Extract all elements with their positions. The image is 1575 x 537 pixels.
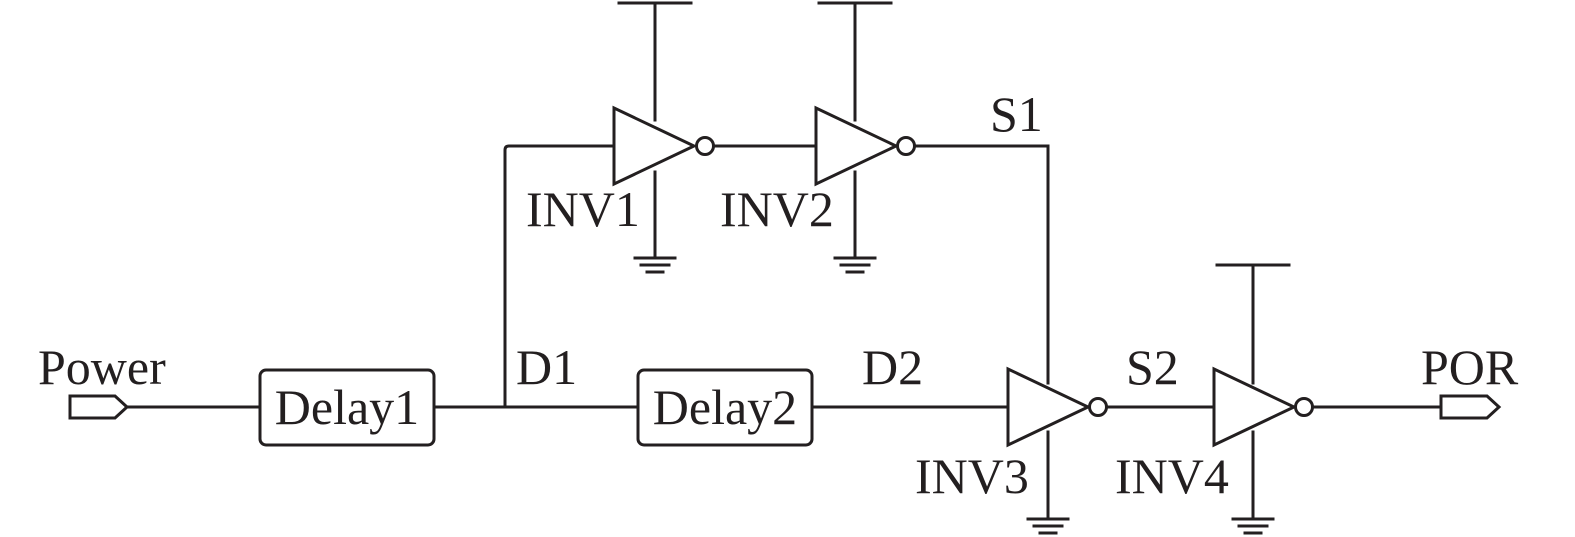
- net-d1-label: D1: [516, 339, 577, 395]
- por-port-icon: [1439, 394, 1502, 420]
- wire-d1-to-inv1: [503, 144, 616, 409]
- net-d2-label: D2: [862, 339, 923, 395]
- inverter-triangle-icon: [612, 105, 698, 187]
- power-label: Power: [38, 339, 166, 395]
- ground-icon: [1231, 517, 1275, 535]
- ground-icon: [833, 256, 877, 274]
- delay2-block: [636, 368, 814, 447]
- inv2-label: INV2: [720, 181, 834, 237]
- inv1-label: INV1: [526, 181, 640, 237]
- inverter-bubble-icon: [1294, 397, 1314, 417]
- por-label: POR: [1421, 339, 1519, 395]
- inverter-inv1: [612, 105, 715, 187]
- inv4-label: INV4: [1115, 448, 1229, 504]
- delay2-label: Delay2: [653, 379, 797, 435]
- ground-icon: [1026, 517, 1070, 535]
- net-s2-label: S2: [1126, 339, 1179, 395]
- wires: [125, 1, 1443, 520]
- inverter-bubble-icon: [896, 136, 916, 156]
- inverter-bubble-icon: [695, 136, 715, 156]
- power-port-icon: [68, 394, 130, 420]
- inverter-inv4: [1212, 366, 1314, 448]
- ground-icon: [633, 256, 677, 274]
- net-s1-label: S1: [990, 86, 1043, 142]
- delay1-block: [258, 368, 436, 447]
- wire-s1: [913, 144, 1050, 385]
- inverter-triangle-icon: [1212, 366, 1298, 448]
- inverter-bubble-icon: [1088, 397, 1108, 417]
- inverter-triangle-icon: [814, 105, 900, 187]
- delay1-label: Delay1: [275, 379, 419, 435]
- inv3-label: INV3: [915, 448, 1029, 504]
- inverter-triangle-icon: [1006, 366, 1092, 448]
- inverter-inv2: [814, 105, 916, 187]
- inverter-inv3: [1006, 366, 1108, 448]
